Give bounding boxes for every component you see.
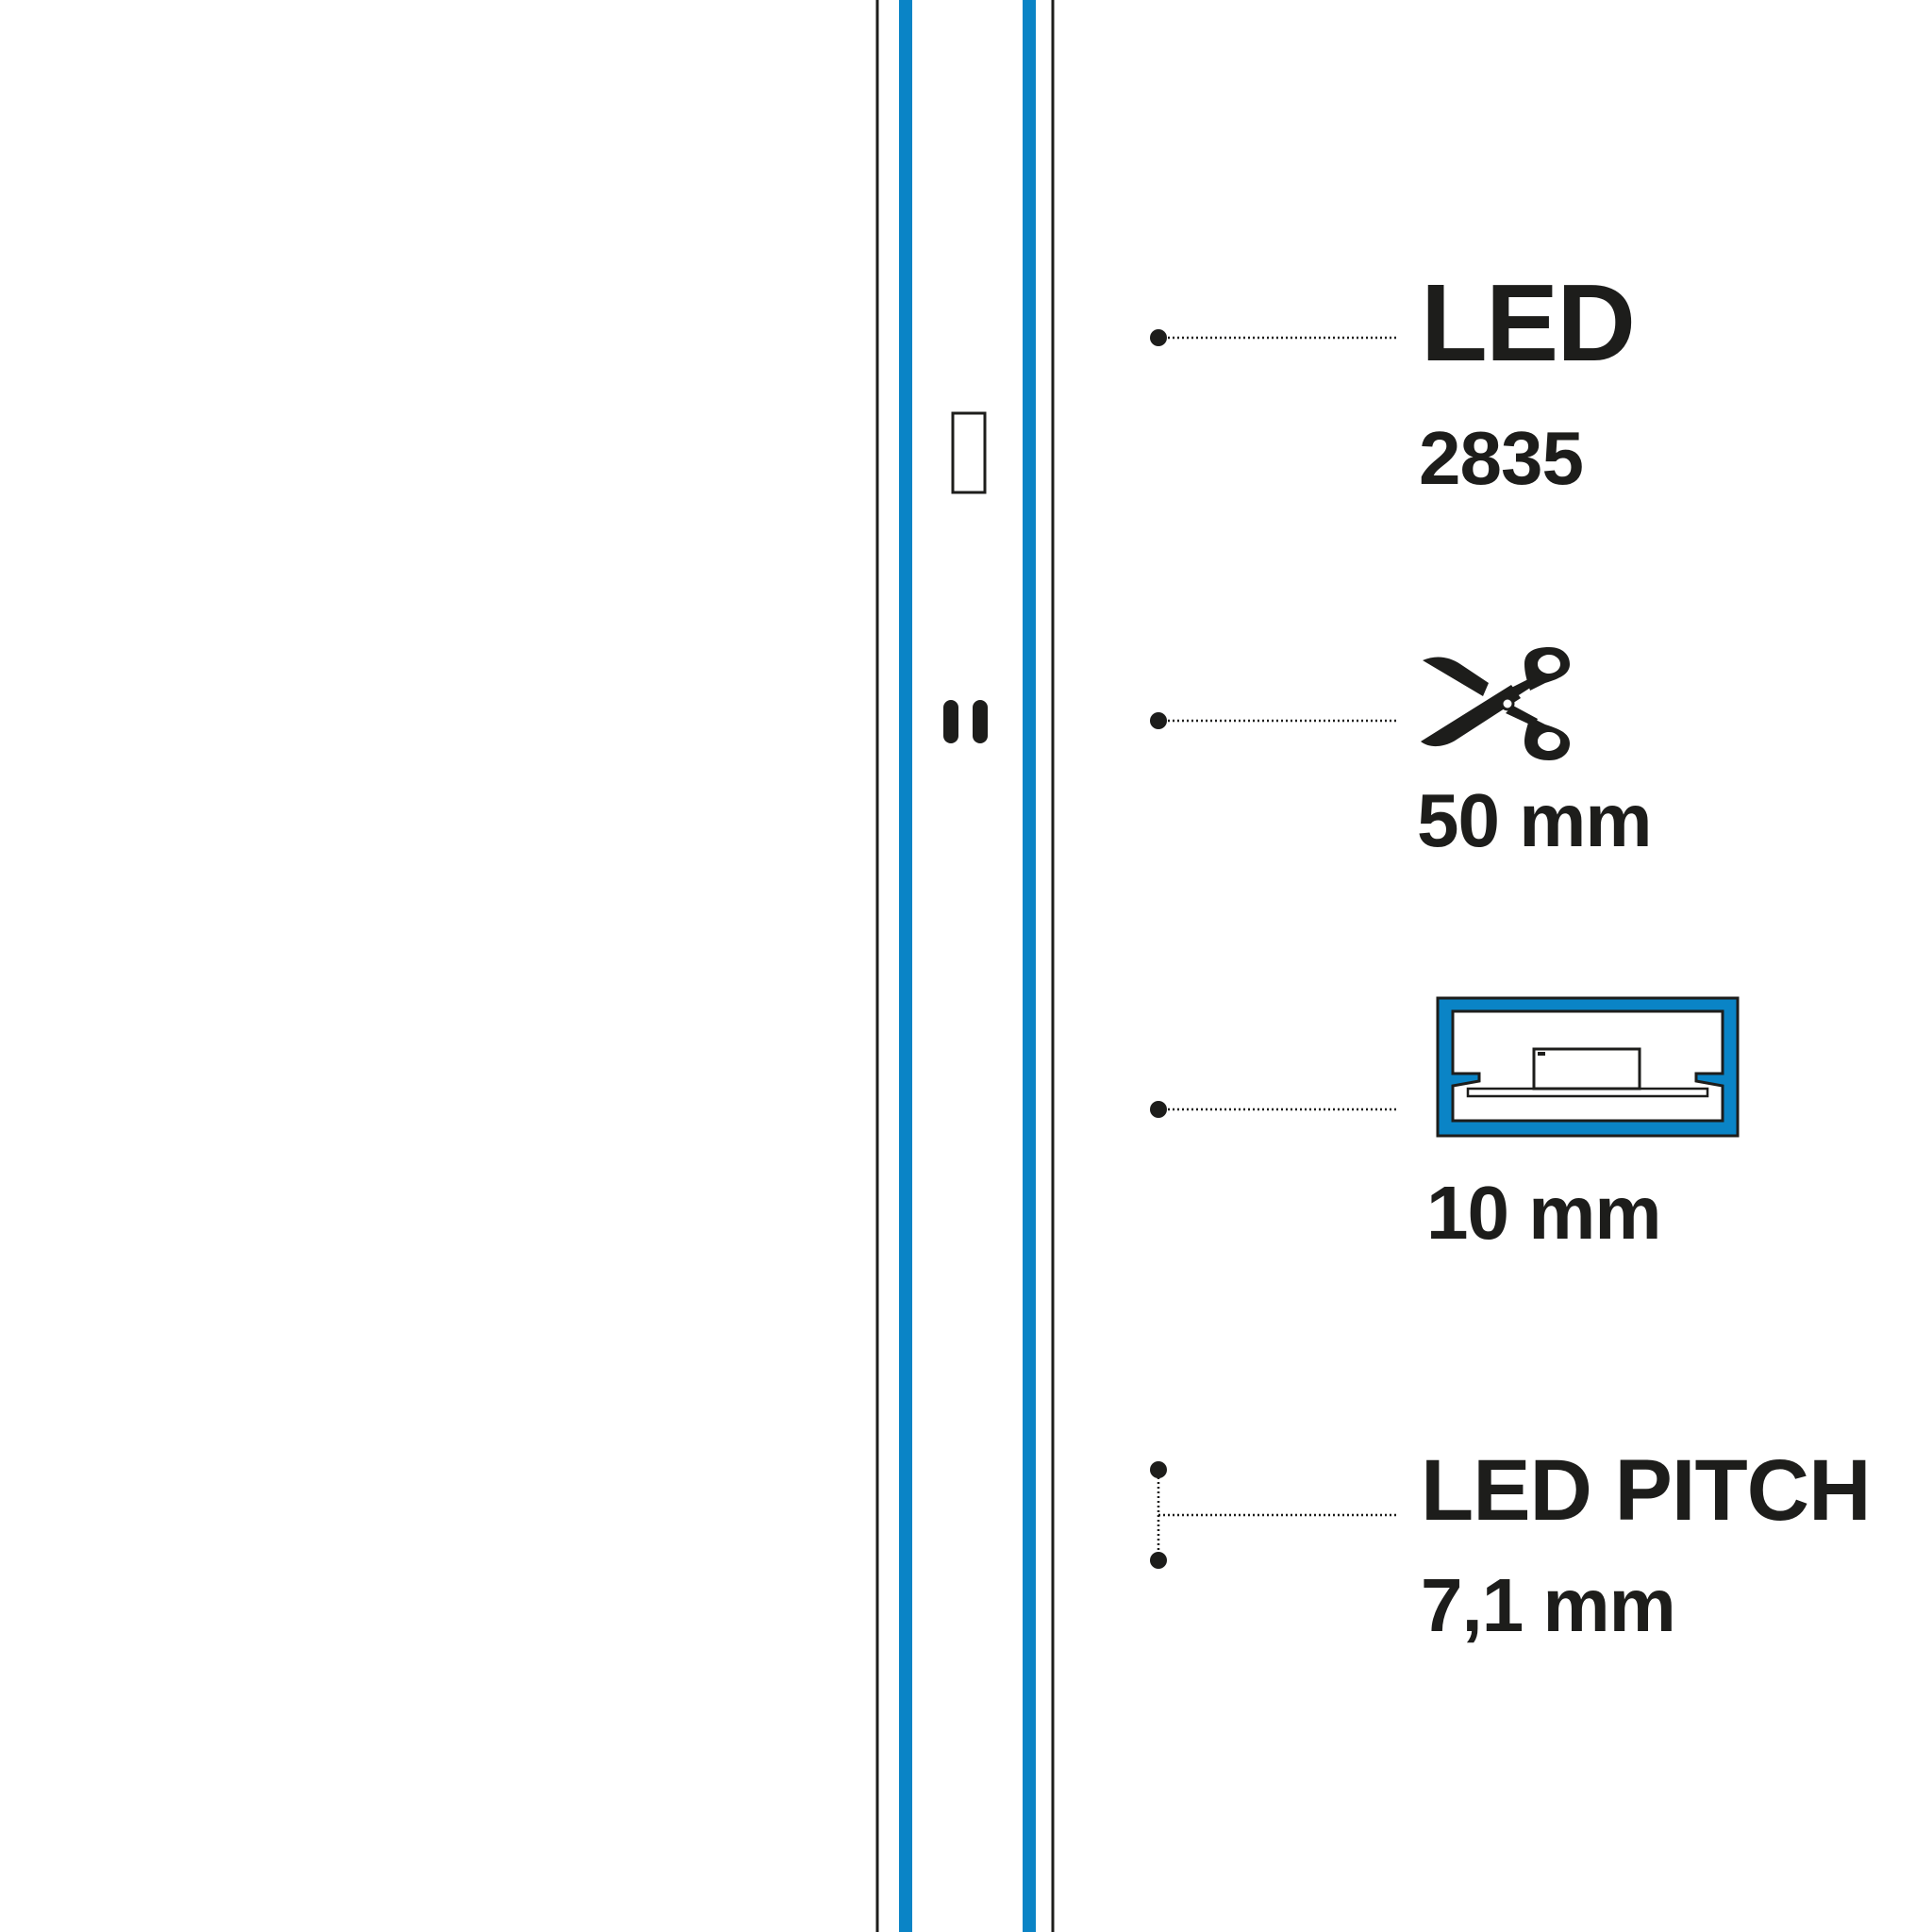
profile-chip-mark bbox=[1538, 1052, 1545, 1056]
callout-led bbox=[1150, 329, 1398, 346]
led-chip bbox=[951, 411, 987, 494]
profile-led-chip bbox=[1532, 1047, 1641, 1091]
strip-edge-left-blue bbox=[899, 0, 912, 1932]
pitch-dot-top bbox=[1150, 1461, 1167, 1478]
callout-width bbox=[1150, 1101, 1398, 1118]
callout-cut bbox=[1150, 712, 1398, 729]
led-pitch-title: LED PITCH bbox=[1421, 1442, 1872, 1539]
scissors-icon bbox=[1421, 647, 1570, 760]
callout-dot bbox=[1150, 1101, 1167, 1118]
led-type-value: 2835 bbox=[1419, 416, 1584, 500]
strip-width-value: 10 mm bbox=[1426, 1171, 1661, 1255]
led-strip bbox=[875, 0, 1055, 1932]
pitch-dot-bottom bbox=[1150, 1552, 1167, 1569]
cut-length-value: 50 mm bbox=[1417, 778, 1652, 862]
callout-dot bbox=[1150, 329, 1167, 346]
strip-edge-right-blue bbox=[1023, 0, 1036, 1932]
solder-pad-right bbox=[973, 700, 988, 743]
led-pitch-value: 7,1 mm bbox=[1421, 1563, 1676, 1647]
led-title: LED bbox=[1421, 261, 1636, 384]
callout-dot bbox=[1150, 712, 1167, 729]
callout-pitch bbox=[1150, 1461, 1398, 1569]
profile-cross-section-icon bbox=[1436, 996, 1740, 1138]
solder-pad-left bbox=[943, 700, 958, 743]
